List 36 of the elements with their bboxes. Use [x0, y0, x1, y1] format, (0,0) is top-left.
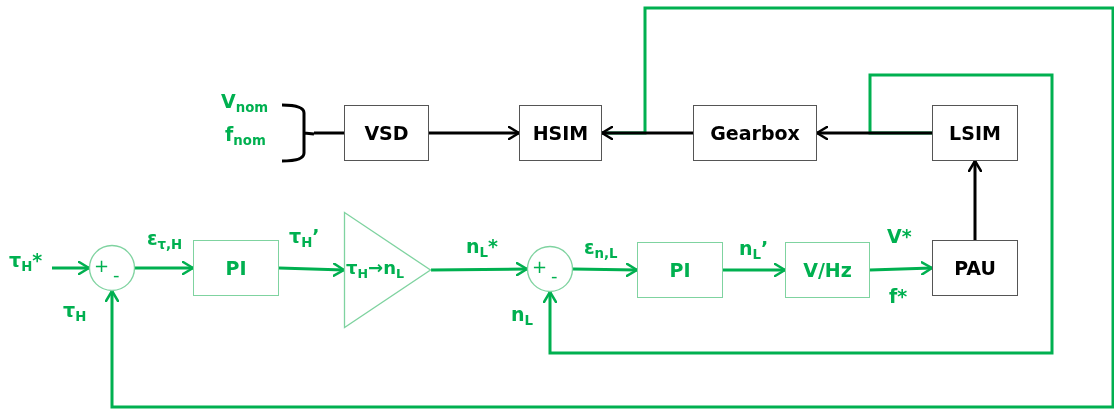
plus-sign: +	[532, 256, 548, 277]
arrow	[869, 261, 934, 276]
arrow	[572, 262, 639, 278]
process-box	[932, 240, 1018, 296]
summing-junction	[527, 246, 573, 292]
block-label: τ$_{H}$→n$_{L}$	[346, 257, 404, 281]
block-label: VSD	[364, 122, 409, 144]
block-label: Gearbox	[710, 122, 800, 144]
arrow	[104, 6, 1114, 409]
arrow	[723, 262, 787, 278]
block-label: PAU	[954, 257, 996, 279]
process-box	[785, 242, 870, 298]
arrow	[135, 260, 195, 276]
block-label: V/Hz	[803, 259, 852, 281]
arrow	[542, 73, 1054, 355]
arrow	[967, 159, 983, 240]
process-box	[693, 105, 817, 161]
process-box	[519, 105, 602, 161]
process-box	[344, 105, 429, 161]
connector-line	[314, 131, 344, 135]
plus-sign: +	[94, 255, 110, 276]
block-label: PI	[669, 259, 691, 281]
minus-sign: -	[113, 264, 120, 285]
minus-sign: -	[551, 265, 558, 286]
block-label: PI	[225, 257, 247, 279]
process-box	[637, 242, 723, 298]
arrow	[600, 125, 693, 141]
bracket	[282, 103, 314, 163]
block-label: HSIM	[532, 122, 589, 144]
block-label: LSIM	[949, 122, 1001, 144]
process-box	[932, 105, 1018, 161]
summing-junction	[89, 245, 135, 291]
gain-triangle	[344, 212, 431, 328]
arrow	[429, 125, 521, 141]
process-box	[193, 240, 279, 296]
arrow	[815, 125, 932, 141]
